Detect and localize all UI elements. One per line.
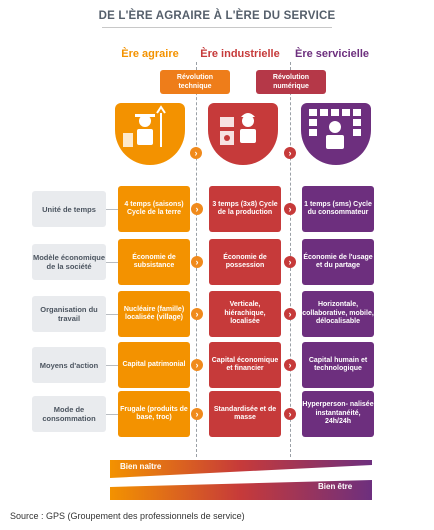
cell-servicielle-organisation-du-travail: Horizontale, collaborative, mobile, délo… bbox=[302, 291, 374, 337]
cell-industrielle-moyens-d-action: Capital économique et financier bbox=[209, 342, 281, 388]
arrow-right-icon: › bbox=[191, 203, 203, 215]
title-underline bbox=[102, 27, 332, 28]
revolution-technique-badge: Révolution technique bbox=[160, 70, 230, 94]
cell-agraire-organisation-du-travail: Nucléaire (famille) localisée (village) bbox=[118, 291, 190, 337]
bien-etre-wedge bbox=[110, 480, 372, 500]
row-label-mode-de-consommation: Mode de consommation bbox=[32, 396, 106, 432]
arrow-right-icon: › bbox=[284, 359, 296, 371]
era-servicielle-header: Ère servicielle bbox=[294, 48, 369, 60]
arrow-right-icon: › bbox=[284, 308, 296, 320]
arrow-right-icon: › bbox=[284, 203, 296, 215]
row-connector bbox=[106, 314, 118, 315]
arrow-right-icon: › bbox=[191, 359, 203, 371]
cell-industrielle-mode-de-consommation: Standardisée et de masse bbox=[209, 391, 281, 437]
worker-shield-icon bbox=[208, 103, 278, 165]
arrow-right-icon: › bbox=[284, 256, 296, 268]
row-connector bbox=[106, 262, 118, 263]
bien-etre-label: Bien être bbox=[318, 482, 353, 491]
arrow-right-icon: › bbox=[284, 408, 296, 420]
arrow-right-icon: › bbox=[190, 147, 202, 159]
row-connector bbox=[106, 365, 118, 366]
row-label-unite-de-temps: Unité de temps bbox=[32, 191, 106, 227]
arrow-right-icon: › bbox=[191, 408, 203, 420]
cell-agraire-unite-de-temps: 4 temps (saisons) Cycle de la terre bbox=[118, 186, 190, 232]
cell-servicielle-unite-de-temps: 1 temps (sms) Cycle du consommateur bbox=[302, 186, 374, 232]
arrow-right-icon: › bbox=[191, 256, 203, 268]
bien-naitre-label: Bien naître bbox=[120, 462, 162, 471]
cell-industrielle-unite-de-temps: 3 temps (3x8) Cycle de la production bbox=[209, 186, 281, 232]
cell-servicielle-modele-economique: Économie de l'usage et du partage bbox=[302, 239, 374, 285]
arrow-right-icon: › bbox=[284, 147, 296, 159]
farmer-shield-icon bbox=[115, 103, 185, 165]
row-label-modele-economique: Modèle économique de la société bbox=[32, 244, 106, 280]
era-industrielle-header: Ère industrielle bbox=[200, 48, 280, 60]
cell-agraire-modele-economique: Économie de subsistance bbox=[118, 239, 190, 285]
cell-servicielle-mode-de-consommation: Hyperperson- nalisée instantanéité, 24h/… bbox=[302, 391, 374, 437]
cell-industrielle-organisation-du-travail: Verticale, hiérachique, localisée bbox=[209, 291, 281, 337]
cell-agraire-mode-de-consommation: Frugale (produits de base, troc) bbox=[118, 391, 190, 437]
well-being-gradient-bars bbox=[110, 460, 372, 500]
row-label-moyens-d-action: Moyens d'action bbox=[32, 347, 106, 383]
digital-worker-shield-icon bbox=[301, 103, 371, 165]
arrow-right-icon: › bbox=[191, 308, 203, 320]
page-title: DE L'ÈRE AGRAIRE À L'ÈRE DU SERVICE bbox=[98, 10, 336, 22]
row-connector bbox=[106, 209, 118, 210]
cell-agraire-moyens-d-action: Capital patrimonial bbox=[118, 342, 190, 388]
row-connector bbox=[106, 414, 118, 415]
row-label-organisation-du-travail: Organisation du travail bbox=[32, 296, 106, 332]
cell-servicielle-moyens-d-action: Capital humain et technologique bbox=[302, 342, 374, 388]
cell-industrielle-modele-economique: Économie de possession bbox=[209, 239, 281, 285]
revolution-numerique-badge: Révolution numérique bbox=[256, 70, 326, 94]
bien-naitre-wedge bbox=[110, 460, 372, 478]
source-caption: Source : GPS (Groupement des professionn… bbox=[10, 511, 245, 521]
era-agraire-header: Ère agraire bbox=[121, 48, 179, 60]
